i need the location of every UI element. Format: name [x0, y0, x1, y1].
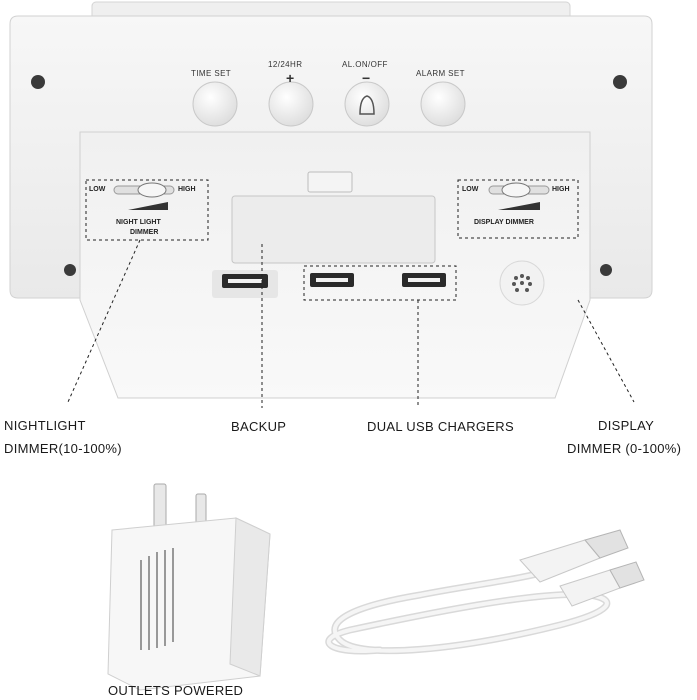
stand-clip [307, 171, 353, 193]
speaker-grill [499, 260, 545, 306]
usb-port-left [212, 270, 278, 298]
power-adapter [107, 483, 271, 691]
night-light-dimmer [85, 179, 209, 241]
screw-hole [64, 264, 76, 276]
callout-lines [67, 239, 635, 408]
dimmer-wheel [501, 182, 531, 198]
alarm-onoff-label: AL.ON/OFF [342, 60, 388, 69]
hour-mode-label: 12/24HR [268, 60, 303, 69]
backup-callout: BACKUP [231, 419, 287, 434]
alarm-set-button-shape [420, 81, 466, 127]
display-callout-line2: DIMMER (0-100%) [567, 441, 682, 456]
outlets-powered-label: OUTLETS POWERED [108, 683, 244, 698]
display-dimmer-low: LOW [462, 186, 479, 193]
hour-mode-button-shape [268, 81, 314, 127]
night-dimmer-high: HIGH [178, 186, 196, 193]
usb-highlight-box [303, 265, 457, 301]
minus-icon: − [362, 70, 371, 86]
display-dimmer-title: DISPLAY DIMMER [474, 219, 534, 226]
battery-cover [231, 195, 436, 264]
nightlight-callout-line2: DIMMER(10-100%) [4, 441, 122, 456]
bell-icon [359, 95, 375, 115]
nightlight-callout-line1: NIGHTLIGHT [4, 418, 86, 433]
screw-hole [600, 264, 612, 276]
time-set-label: TIME SET [191, 69, 232, 78]
display-dimmer [457, 179, 579, 239]
usb-callout: DUAL USB CHARGERS [367, 419, 514, 434]
night-dimmer-low: LOW [89, 186, 106, 193]
dimmer-wheel [137, 182, 167, 198]
usb-port-middle [310, 273, 354, 287]
screw-hole [613, 75, 627, 89]
usb-port-right [402, 273, 446, 287]
display-dimmer-high: HIGH [552, 186, 570, 193]
night-dimmer-title-1: NIGHT LIGHT [116, 219, 161, 226]
time-set-button-shape [192, 81, 238, 127]
screw-hole [31, 75, 45, 89]
usb-cable [325, 529, 645, 655]
plus-icon: + [286, 70, 295, 86]
display-callout-line1: DISPLAY [598, 418, 655, 433]
alarm-set-label: ALARM SET [416, 69, 465, 78]
alarm-onoff-button-shape [344, 81, 390, 127]
night-dimmer-title-2: DIMMER [130, 229, 159, 236]
